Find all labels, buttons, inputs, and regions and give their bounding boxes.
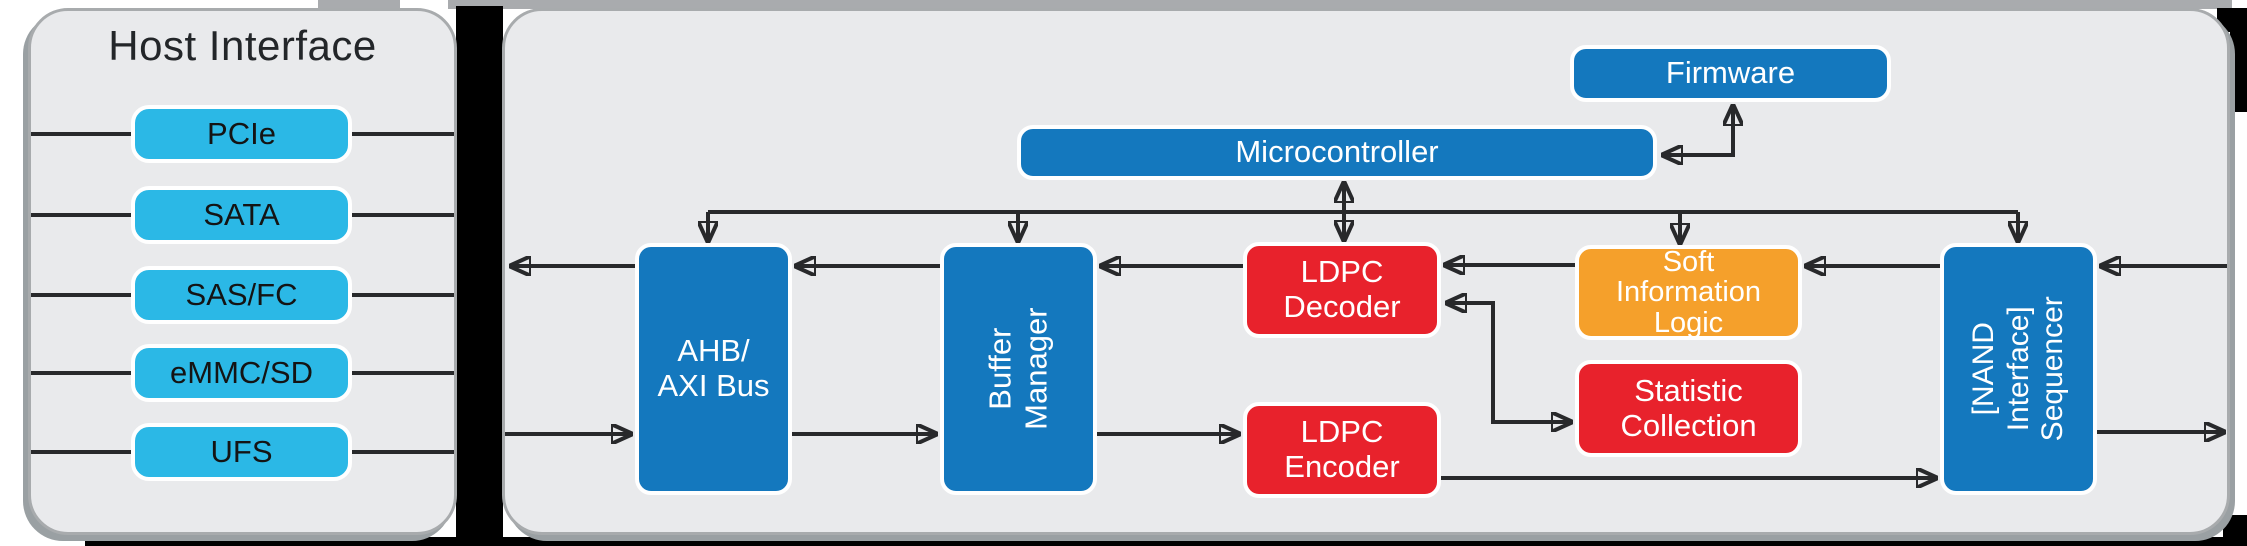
buffer-manager-block: Buffer Manager bbox=[940, 243, 1097, 495]
buffer-manager-label: Buffer Manager bbox=[982, 307, 1054, 431]
host-block-sasfc: SAS/FC bbox=[131, 266, 352, 324]
top-border-strip bbox=[318, 0, 2232, 9]
ldpc-decoder-block: LDPC Decoder bbox=[1243, 242, 1441, 338]
microcontroller-block: Microcontroller bbox=[1017, 125, 1657, 180]
firmware-block: Firmware bbox=[1570, 45, 1891, 102]
bottom-edge-stripe bbox=[85, 537, 2247, 546]
top-border-notch bbox=[400, 0, 448, 9]
soft-information-logic-block: Soft Information Logic bbox=[1575, 245, 1802, 340]
top-right-edge-artifact bbox=[2230, 8, 2247, 112]
host-block-sata: SATA bbox=[131, 186, 352, 244]
host-block-ufs: UFS bbox=[131, 423, 352, 481]
ldpc-encoder-block: LDPC Encoder bbox=[1243, 402, 1441, 498]
statistic-collection-block: Statistic Collection bbox=[1575, 360, 1802, 457]
panel-gap-bar bbox=[456, 6, 503, 538]
nand-interface-sequencer-label: [NAND Interface] Sequencer bbox=[1966, 296, 2069, 442]
host-block-emmcsd: eMMC/SD bbox=[131, 344, 352, 402]
nand-interface-sequencer-block: [NAND Interface] Sequencer bbox=[1940, 243, 2097, 495]
bottom-right-edge-artifact bbox=[2223, 515, 2247, 546]
host-block-pcie: PCIe bbox=[131, 105, 352, 163]
host-interface-title: Host Interface bbox=[108, 22, 377, 69]
ahb-axi-bus-block: AHB/ AXI Bus bbox=[635, 243, 792, 495]
